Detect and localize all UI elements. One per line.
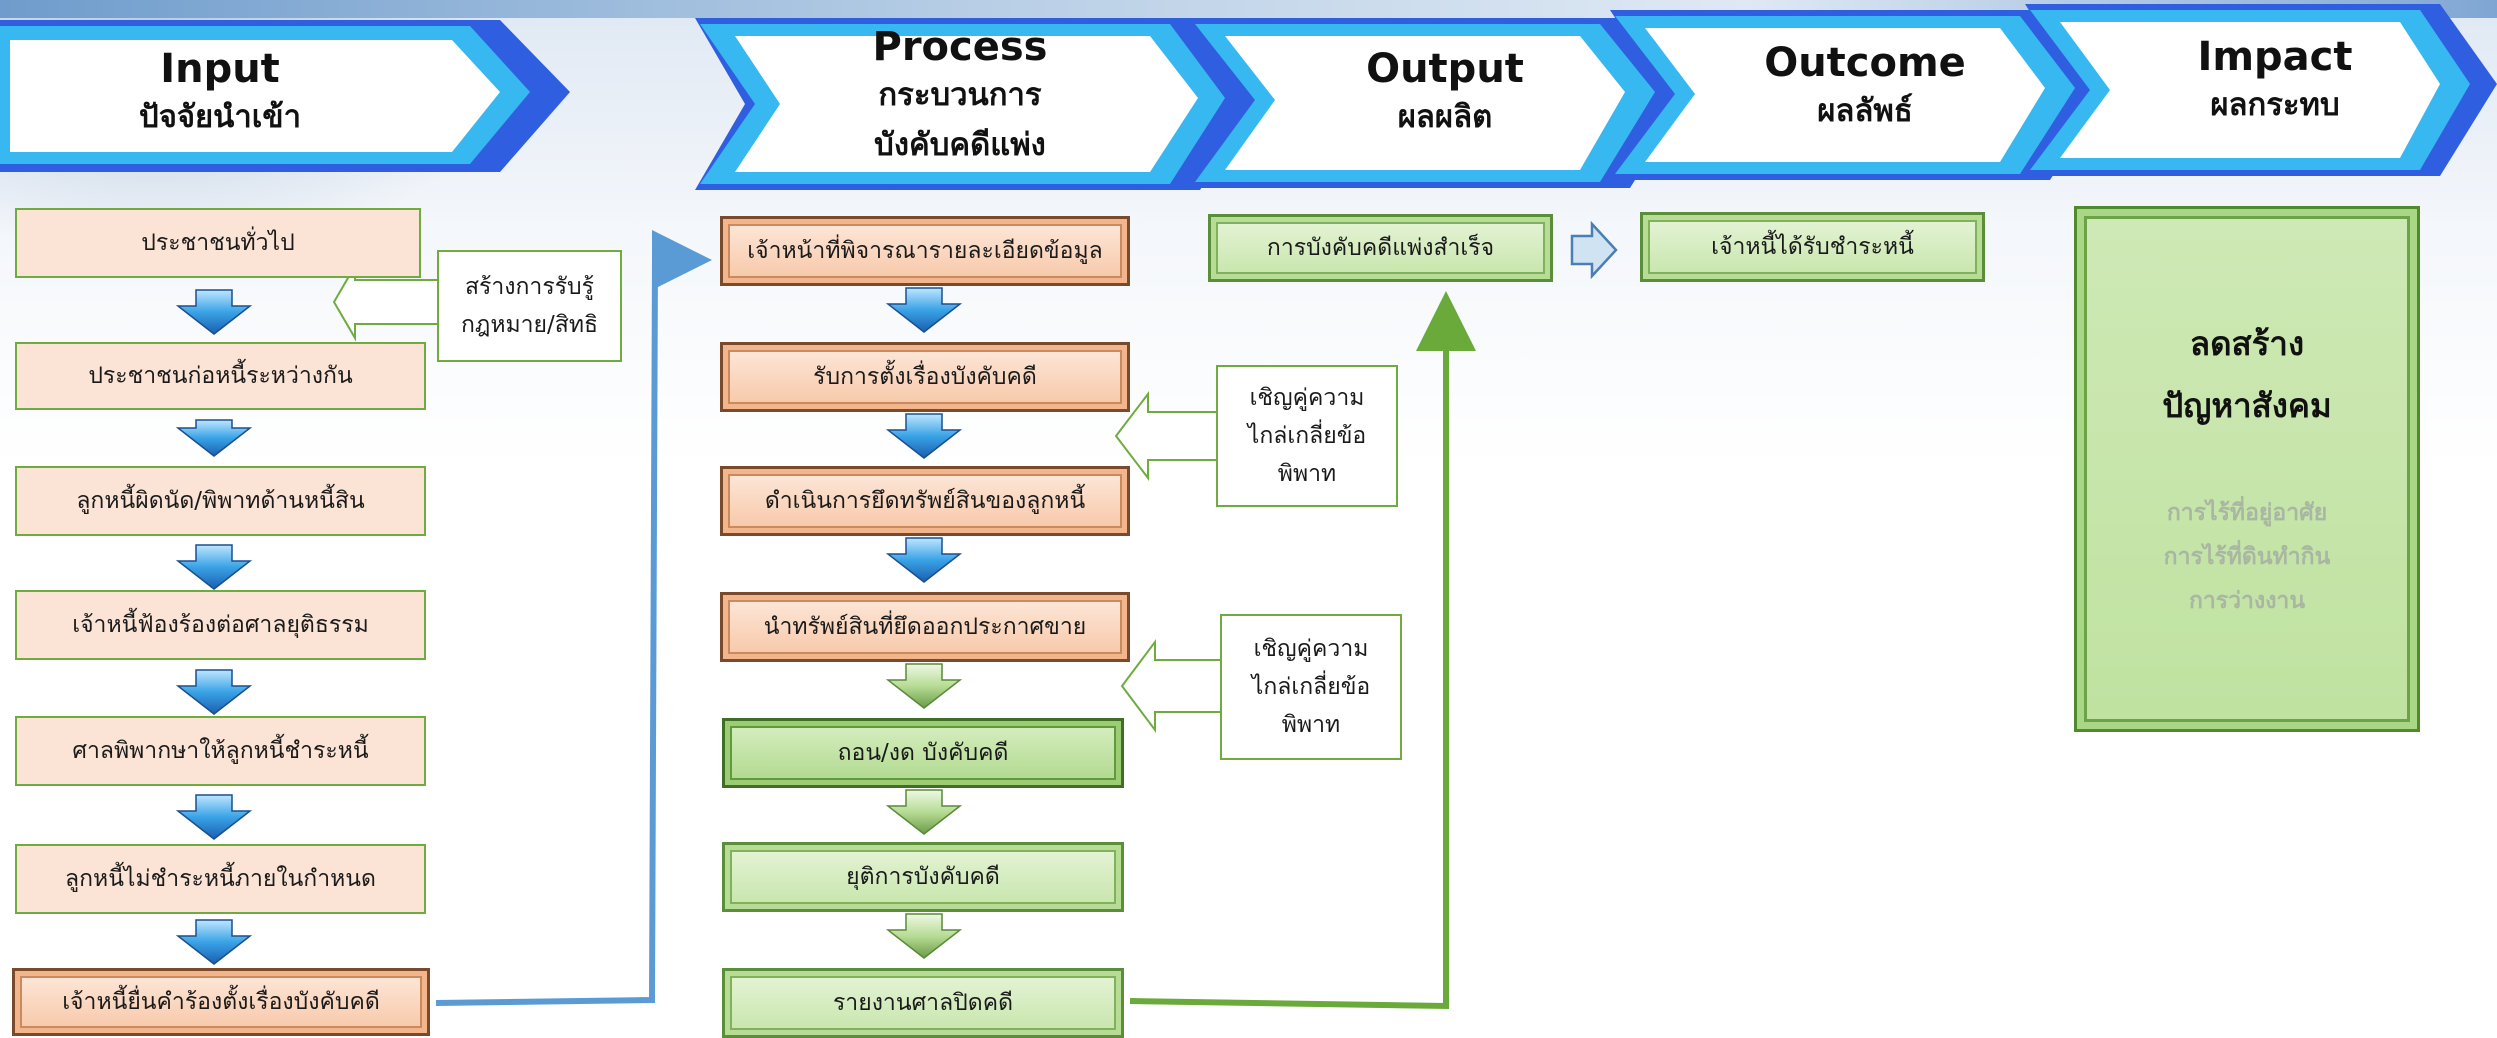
process-step-7: รายงานศาลปิดคดี [722,968,1124,1038]
input-note-line1: สร้างการรับรู้ [464,274,595,300]
header-process-th1: กระบวนการ [878,77,1042,113]
input-step-2: ประชาชนก่อหนี้ระหว่างกัน [15,342,426,410]
input-step-5: ศาลพิพากษาให้ลูกหนี้ชำระหนี้ [15,716,426,786]
process-step-3: ดำเนินการยึดทรัพย์สินของลูกหนี้ [720,466,1130,536]
header-output-en: Output [1366,46,1524,92]
input-awareness-note: สร้างการรับรู้ กฎหมาย/สิทธิ [437,250,622,362]
header-process: Process กระบวนการ บังคับคดีแพ่ง [800,24,1120,170]
impact-sub-line1: การไร้ที่อยู่อาศัย [2166,500,2328,526]
outcome-box: เจ้าหนี้ได้รับชำระหนี้ [1640,212,1985,282]
input-down-arrows [175,289,253,965]
mediation-note-2-line2: ไกล่เกลี่ยข้อ [1251,674,1371,700]
note-arrow-mediation-2 [1120,639,1223,733]
mediation-note-1: เชิญคู่ความ ไกล่เกลี่ยข้อ พิพาท [1216,365,1398,507]
process-step-5: ถอน/งด บังคับคดี [722,718,1124,788]
header-input: Input ปัจจัยนำเข้า [60,46,380,142]
header-output-th: ผลผลิต [1397,99,1493,135]
header-output: Output ผลผลิต [1300,46,1590,142]
header-process-th2: บังคับคดีแพ่ง [874,127,1046,163]
header-input-th: ปัจจัยนำเข้า [139,99,301,135]
header-outcome: Outcome ผลลัพธ์ [1720,40,2010,136]
input-step-6: ลูกหนี้ไม่ชำระหนี้ภายในกำหนด [15,844,426,914]
chevron-output [1190,18,1690,188]
chevron-impact [2025,4,2497,176]
header-outcome-th: ผลลัพธ์ [1817,93,1913,129]
input-note-line2: กฎหมาย/สิทธิ [460,312,599,338]
process-step-1: เจ้าหน้าที่พิจารณารายละเอียดข้อมูล [720,216,1130,286]
note-arrow-mediation-1 [1114,391,1219,481]
mediation-note-2-line1: เชิญคู่ความ [1253,636,1369,662]
mediation-note-1-line1: เชิญคู่ความ [1249,385,1365,411]
header-process-en: Process [872,24,1048,70]
process-step-4: นำทรัพย์สินที่ยึดออกประกาศขาย [720,592,1130,662]
process-to-output-connector [1129,291,1476,1010]
input-to-process-connector [435,230,712,1006]
impact-main-line2: ปัญหาสังคม [2162,386,2332,425]
input-step-3: ลูกหนี้ผิดนัด/พิพาทด้านหนี้สิน [15,466,426,536]
header-outcome-en: Outcome [1764,40,1966,86]
mediation-note-2-line3: พิพาท [1281,712,1341,738]
impact-sub-line2: การไร้ที่ดินทำกิน [2163,544,2331,570]
chevron-input [0,20,570,172]
process-step-6: ยุติการบังคับคดี [722,842,1124,912]
input-step-7: เจ้าหนี้ยื่นคำร้องตั้งเรื่องบังคับคดี [12,968,430,1036]
impact-sub-line3: การว่างงาน [2188,588,2306,614]
impact-main-line1: ลดสร้าง [2189,324,2305,363]
input-step-1: ประชาชนทั่วไป [15,208,421,278]
output-box: การบังคับคดีแพ่งสำเร็จ [1208,214,1553,282]
output-outcome-arrow [1570,220,1618,280]
mediation-note-1-line2: ไกล่เกลี่ยข้อ [1247,423,1367,449]
chevron-process [695,18,1260,190]
process-step-2: รับการตั้งเรื่องบังคับคดี [720,342,1130,412]
header-impact: Impact ผลกระทบ [2130,34,2420,130]
chevron-outcome [1610,10,2110,180]
mediation-note-1-line3: พิพาท [1277,461,1337,487]
impact-box: ลดสร้าง ปัญหาสังคม การไร้ที่อยู่อาศัย กา… [2074,206,2420,732]
input-step-4: เจ้าหนี้ฟ้องร้องต่อศาลยุติธรรม [15,590,426,660]
header-impact-th: ผลกระทบ [2210,87,2340,123]
mediation-note-2: เชิญคู่ความ ไกล่เกลี่ยข้อ พิพาท [1220,614,1402,760]
header-input-en: Input [160,46,280,92]
header-impact-en: Impact [2197,34,2353,80]
process-down-arrows [885,287,963,959]
